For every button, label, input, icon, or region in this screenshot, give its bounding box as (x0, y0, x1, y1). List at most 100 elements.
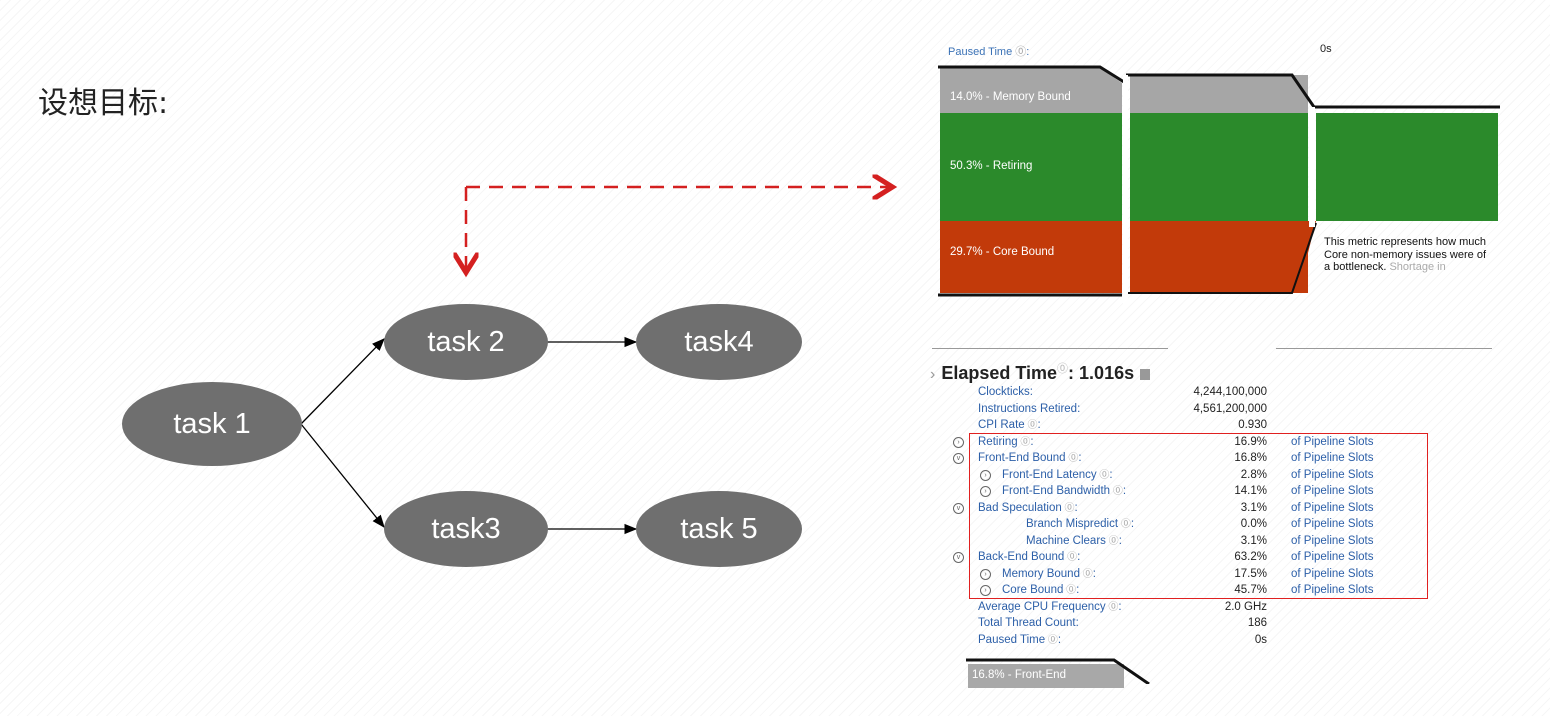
metric-unit[interactable]: of Pipeline Slots (1291, 584, 1374, 596)
expand-icon[interactable]: › (953, 436, 964, 448)
metric-tooltip: This metric represents how much Core non… (1324, 236, 1487, 273)
metric-name: CPI Rate ⓪: (978, 419, 1041, 431)
metric-value: 17.5% (1234, 567, 1267, 580)
metric-value: 0s (1254, 633, 1267, 646)
metric-unit[interactable]: of Pipeline Slots (1291, 518, 1374, 530)
collapse-icon[interactable]: v (953, 502, 964, 514)
metric-row: Average CPU Frequency ⓪: 2.0 GHz (950, 599, 1400, 616)
metric-name: Machine Clears ⓪: (1026, 534, 1122, 547)
node-task2: task 2 (384, 304, 548, 380)
metric-row: CPI Rate ⓪: 0.930 (950, 417, 1400, 434)
collapse-icon[interactable]: v (953, 453, 964, 464)
metric-name: Clockticks: (978, 386, 1033, 398)
metric-name: Bad Speculation ⓪: (978, 501, 1078, 514)
metric-row[interactable]: ›Retiring ⓪:16.9%of Pipeline Slots (950, 434, 1400, 451)
node-task1: task 1 (122, 382, 302, 466)
task-flow-diagram: task 1 task 2 task3 task4 task 5 (122, 0, 920, 567)
metric-unit[interactable]: of Pipeline Slots (1291, 468, 1374, 481)
expand-icon[interactable]: › (980, 486, 991, 497)
metric-unit[interactable]: of Pipeline Slots (1291, 452, 1374, 464)
metric-name: Total Thread Count: (978, 617, 1079, 629)
edge-task1-task2 (300, 338, 385, 425)
node-task2-label: task 2 (427, 326, 504, 358)
node-task3-label: task3 (431, 513, 500, 545)
metric-row: Paused Time ⓪: 0s (950, 632, 1400, 649)
metric-name: Retiring ⓪: (978, 435, 1034, 448)
help-icon[interactable]: ⓪ (1045, 634, 1058, 646)
metric-row[interactable]: › Front-End Latency ⓪: 2.8% of Pipeline Slo… (950, 467, 1400, 484)
expand-icon[interactable]: › (980, 568, 991, 580)
metric-unit[interactable]: of Pipeline Slots (1291, 551, 1374, 563)
metric-row[interactable]: v Front-End Bound ⓪: 16.8% of Pipeline Slot… (950, 450, 1400, 467)
page-title: 设想目标: (38, 86, 169, 121)
expand-icon[interactable]: › (980, 469, 991, 481)
metric-value: 4,561,200,000 (1193, 402, 1267, 415)
metric-name: Memory Bound ⓪: (1002, 567, 1096, 580)
metric-value: 3.1% (1240, 501, 1267, 514)
pipeline-panel: 14.0% - Memory Bound 50.3% - Retiring 29… (930, 36, 1502, 336)
edge-task1-task3 (300, 423, 385, 529)
help-icon[interactable]: ⓪ (1105, 535, 1119, 547)
help-icon[interactable]: ⓪ (1079, 568, 1093, 580)
metric-name: Front-End Latency ⓪: (1002, 468, 1113, 481)
metric-name: Instructions Retired: (978, 402, 1081, 415)
help-icon[interactable]: ⓪ (1118, 519, 1131, 530)
metric-value: 2.0 GHz (1224, 600, 1267, 613)
expand-icon[interactable]: › (980, 585, 991, 596)
metric-value: 2.8% (1240, 468, 1267, 481)
metric-value: 0.930 (1238, 419, 1267, 431)
help-icon[interactable]: ⓪ (1024, 420, 1038, 431)
help-icon[interactable]: ⓪ (1065, 453, 1079, 464)
metric-name: Back-End Bound ⓪: (978, 551, 1081, 563)
help-icon[interactable]: ⓪ (1063, 585, 1077, 596)
metric-unit[interactable]: of Pipeline Slots (1291, 435, 1374, 448)
metric-value: 16.8% (1234, 452, 1267, 464)
metric-row: Clockticks:4,244,100,000 (950, 384, 1400, 401)
metric-name: Branch Mispredict ⓪: (1026, 518, 1135, 530)
metric-row: Total Thread Count: 186 (950, 615, 1400, 632)
metric-value: 14.1% (1234, 485, 1267, 497)
metric-row[interactable]: › Memory Bound ⓪: 17.5% of Pipeline Slots (950, 566, 1400, 583)
metric-name: Front-End Bound ⓪: (978, 452, 1082, 464)
node-task3: task3 (384, 491, 548, 567)
metric-value: 186 (1247, 617, 1267, 629)
pipeline-flow-graphic (938, 65, 1500, 305)
node-task4: task4 (636, 304, 802, 380)
metric-value: 3.1% (1240, 534, 1267, 547)
divider-left (932, 348, 1168, 349)
bar-retiring-label: 50.3% - Retiring (950, 160, 1033, 172)
help-icon[interactable]: ⓪ (1110, 486, 1123, 497)
bar-front-end-label: 16.8% - Front-End (968, 664, 1124, 688)
node-task5-label: task 5 (680, 513, 757, 545)
metric-unit[interactable]: of Pipeline Slots (1291, 534, 1374, 547)
metric-value: 0.0% (1240, 518, 1267, 530)
metric-name: Average CPU Frequency ⓪: (978, 600, 1122, 613)
metric-row[interactable]: v Bad Speculation ⓪: 3.1% of Pipeline Slots (950, 500, 1400, 517)
help-icon[interactable]: ⓪ (1096, 469, 1110, 481)
bar-memory-bound-label: 14.0% - Memory Bound (950, 91, 1071, 103)
help-icon[interactable]: ⓪ (1017, 436, 1031, 448)
divider-right (1276, 348, 1492, 349)
collapse-icon[interactable]: v (953, 552, 964, 563)
metric-row: Machine Clears ⓪: 3.1% of Pipeline Slots (950, 533, 1400, 550)
metric-row: Instructions Retired: 4,561,200,000 (950, 401, 1400, 418)
help-icon[interactable]: ⓪ (1061, 502, 1075, 514)
paused-time-value-top: 0s (1320, 43, 1332, 55)
paused-time-label-top: Paused Time ⓪: (948, 46, 1030, 58)
metric-row[interactable]: ›Front-End Bandwidth ⓪:14.1%of Pipeline … (950, 483, 1400, 500)
highlight-box (969, 433, 1428, 599)
help-icon[interactable]: ⓪ (1105, 601, 1119, 613)
metric-unit[interactable]: of Pipeline Slots (1291, 501, 1374, 514)
chevron-right-icon: › (930, 366, 936, 383)
metric-unit[interactable]: of Pipeline Slots (1291, 485, 1374, 497)
metric-name: Paused Time ⓪: (978, 633, 1062, 646)
copy-icon[interactable] (1140, 368, 1151, 380)
node-task1-label: task 1 (173, 408, 250, 440)
bottom-bar-outline (966, 658, 1150, 684)
elapsed-time-heading[interactable]: ›Elapsed Time⓪: 1.016s (930, 360, 1151, 384)
help-icon[interactable]: ⓪ (1064, 552, 1078, 563)
metric-unit[interactable]: of Pipeline Slots (1291, 567, 1374, 580)
metric-value: 45.7% (1234, 584, 1267, 596)
metric-row[interactable]: ›Core Bound ⓪:45.7%of Pipeline Slots (950, 582, 1400, 599)
